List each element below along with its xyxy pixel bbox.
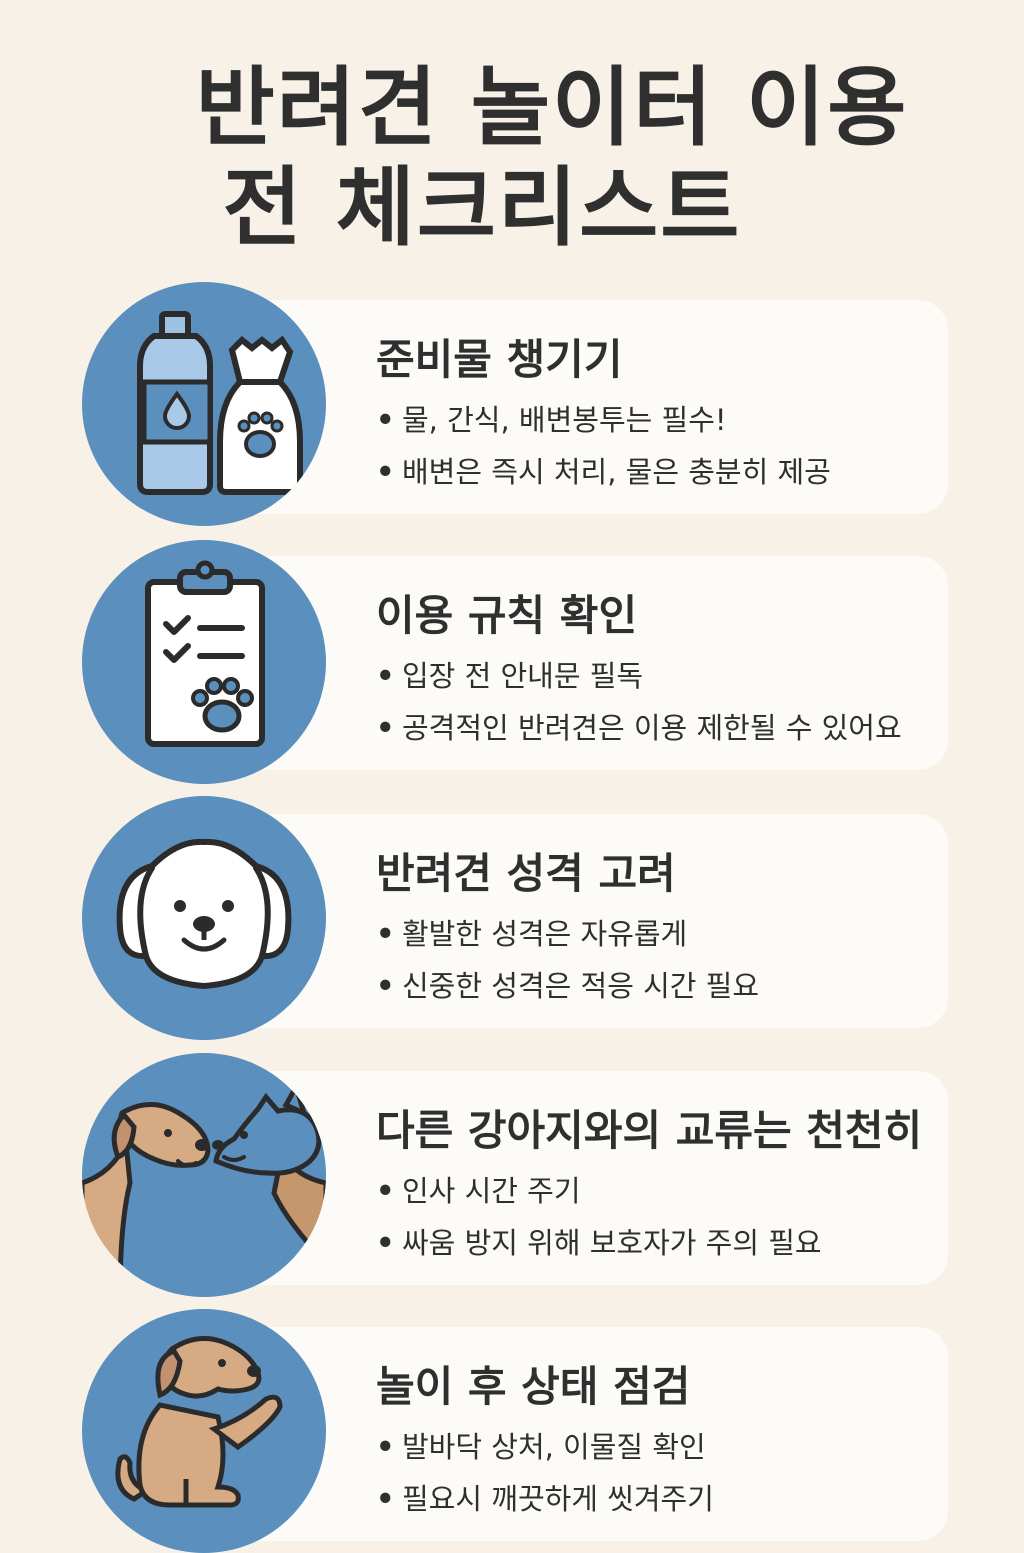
sitting-dog-icon: [82, 1309, 326, 1553]
card-title: 준비물 챙기기: [376, 335, 623, 384]
bullet-item: 신중한 성격은 적응 시간 필요: [376, 960, 759, 1012]
bullet-list: 입장 전 안내문 필독 공격적인 반려견은 이용 제한될 수 있어요: [376, 650, 902, 754]
card-title: 다른 강아지와의 교류는 천천히: [376, 1106, 923, 1155]
bullet-item: 활발한 성격은 자유롭게: [376, 908, 759, 960]
bullet-list: 발바닥 상처, 이물질 확인 필요시 깨끗하게 씻겨주기: [376, 1421, 714, 1525]
bullet-list: 물, 간식, 배변봉투는 필수! 배변은 즉시 처리, 물은 충분히 제공: [376, 394, 831, 498]
bullet-item: 배변은 즉시 처리, 물은 충분히 제공: [376, 446, 831, 498]
bullet-item: 입장 전 안내문 필독: [376, 650, 902, 702]
page-title: 반려견 놀이터 이용 전 체크리스트: [0, 58, 1024, 258]
card-title: 반려견 성격 고려: [376, 849, 676, 898]
water-bottle-and-treat-bag-icon: [82, 282, 326, 526]
card-title: 놀이 후 상태 점검: [376, 1362, 691, 1411]
bullet-item: 싸움 방지 위해 보호자가 주의 필요: [376, 1217, 822, 1269]
bullet-list: 활발한 성격은 자유롭게 신중한 성격은 적응 시간 필요: [376, 908, 759, 1012]
bullet-item: 인사 시간 주기: [376, 1165, 822, 1217]
title-line-2: 전 체크리스트: [222, 158, 742, 258]
bullet-item: 발바닥 상처, 이물질 확인: [376, 1421, 714, 1473]
bullet-list: 인사 시간 주기 싸움 방지 위해 보호자가 주의 필요: [376, 1165, 822, 1269]
two-dogs-greeting-icon: [82, 1053, 326, 1297]
card-title: 이용 규칙 확인: [376, 591, 638, 640]
checklist-card-socializing: 다른 강아지와의 교류는 천천히 인사 시간 주기 싸움 방지 위해 보호자가 …: [190, 1071, 948, 1285]
bullet-item: 물, 간식, 배변봉투는 필수!: [376, 394, 831, 446]
dog-face-icon: [82, 796, 326, 1040]
clipboard-checklist-icon: [82, 540, 326, 784]
bullet-item: 공격적인 반려견은 이용 제한될 수 있어요: [376, 702, 902, 754]
bullet-item: 필요시 깨끗하게 씻겨주기: [376, 1473, 714, 1525]
title-line-1: 반려견 놀이터 이용: [195, 58, 909, 158]
